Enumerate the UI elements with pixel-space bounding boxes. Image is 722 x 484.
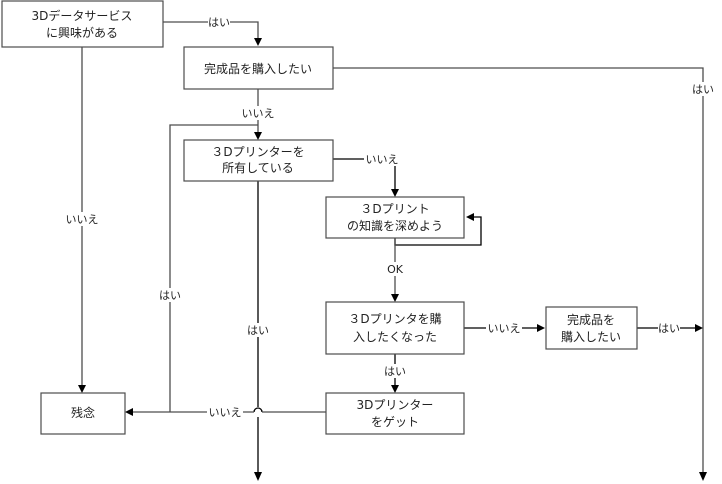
svg-text:３Dプリンターを: ３Dプリンターを [211, 145, 304, 159]
svg-text:購入したい: 購入したい [561, 330, 621, 344]
edge-label: いいえ [209, 406, 242, 419]
edge-label: はい [384, 365, 406, 378]
arrowhead [695, 324, 703, 332]
node-want-finished-2: 完成品を 購入したい [545, 306, 638, 350]
arrowhead [254, 38, 262, 46]
arrowhead [78, 385, 86, 393]
edge-label: OK [387, 263, 404, 276]
svg-text:所有している: 所有している [222, 161, 294, 175]
svg-text:３Dプリント: ３Dプリント [360, 202, 429, 216]
edge-want-finished-to-exit [333, 67, 704, 474]
edge-label: はい [247, 324, 269, 337]
svg-text:残念: 残念 [71, 405, 95, 420]
edge-label: はい [208, 16, 230, 29]
arrowhead [391, 189, 399, 197]
svg-text:3Dデータサービス: 3Dデータサービス [32, 8, 133, 23]
arrowhead [391, 294, 399, 302]
node-learn: ３Dプリント の知識を深めよう [325, 196, 465, 239]
edge-label: はい [692, 83, 714, 96]
edge-label: いいえ [66, 213, 99, 226]
svg-text:をゲット: をゲット [371, 415, 419, 429]
edge-label: いいえ [242, 107, 275, 120]
edge-label: いいえ [488, 322, 521, 335]
arrowhead [254, 132, 262, 140]
svg-text:の知識を深めよう: の知識を深めよう [347, 219, 443, 233]
node-get-printer: 3Dプリンター をゲット [325, 392, 465, 435]
edge-interest-to-want-finished [163, 21, 259, 40]
svg-text:３Dプリンタを購: ３Dプリンタを購 [348, 312, 441, 326]
arrowhead [391, 385, 399, 393]
arrowhead [537, 324, 545, 332]
svg-text:入したくなった: 入したくなった [353, 330, 437, 344]
arrowhead [699, 472, 707, 481]
node-sorry: 残念 [40, 392, 126, 435]
svg-text:完成品を購入したい: 完成品を購入したい [204, 61, 312, 76]
edge-loop-to-own-printer [169, 124, 258, 412]
svg-text:に興味がある: に興味がある [46, 25, 118, 40]
svg-text:完成品を: 完成品を [567, 312, 615, 327]
edge-label: はい [159, 289, 181, 302]
node-want-buy-printer: ３Dプリンタを購 入したくなった [325, 301, 465, 355]
node-own-printer: ３Dプリンターを 所有している [183, 139, 334, 182]
node-interest: 3Dデータサービス に興味がある [1, 0, 164, 48]
edge-label: はい [658, 322, 680, 335]
arrowhead [466, 213, 474, 221]
node-want-finished-1: 完成品を購入したい [183, 46, 334, 90]
arrowhead [254, 472, 262, 481]
arrowhead [125, 408, 133, 416]
svg-text:3Dプリンター: 3Dプリンター [357, 398, 434, 412]
edge-label: いいえ [366, 153, 399, 166]
